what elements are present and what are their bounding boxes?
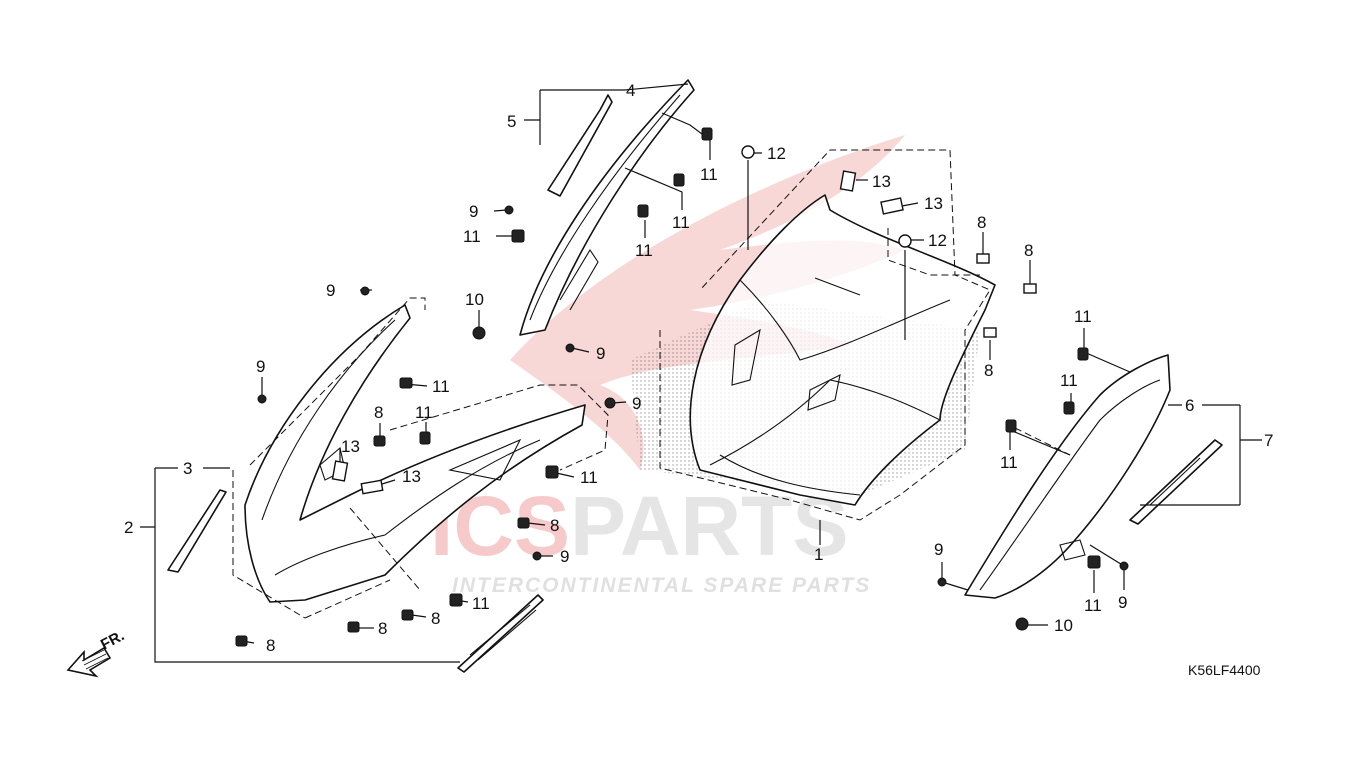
callout-8-f: 8 xyxy=(431,609,440,628)
callout-11-f: 11 xyxy=(415,403,433,422)
stripe-7 xyxy=(1129,439,1223,525)
callout-13-b: 13 xyxy=(924,194,943,213)
front-arrow-icon xyxy=(66,646,112,678)
right-side-cowl xyxy=(964,354,1223,599)
nut-8-c xyxy=(1023,283,1037,294)
stripe-5 xyxy=(547,94,613,197)
callout-9-h: 9 xyxy=(1118,593,1127,612)
callout-9-f: 9 xyxy=(560,547,569,566)
callout-8-h: 8 xyxy=(266,636,275,655)
grommet-10-b xyxy=(1015,617,1029,631)
clip-11-g xyxy=(545,465,559,479)
clip-11-e xyxy=(399,377,413,389)
callout-11-j: 11 xyxy=(1060,371,1078,390)
watermark-wing-logo xyxy=(510,135,905,470)
callout-11-a: 11 xyxy=(700,165,718,184)
dashed-groups xyxy=(232,149,1071,619)
callout-5: 5 xyxy=(507,112,516,131)
clip-11-j xyxy=(1063,401,1075,415)
pad-13-b xyxy=(880,197,904,215)
callout-11-d: 11 xyxy=(463,227,481,246)
nut-8-f xyxy=(401,609,414,621)
callout-9-d: 9 xyxy=(596,344,605,363)
callout-1: 1 xyxy=(814,545,823,564)
callout-9-e: 9 xyxy=(632,394,641,413)
clip-11-d xyxy=(511,229,525,243)
callout-3: 3 xyxy=(183,459,192,478)
pad-13-c xyxy=(331,460,349,482)
clip-11-f xyxy=(419,431,431,445)
clip-11-i xyxy=(1077,347,1089,361)
hardware xyxy=(235,127,1129,647)
callout-13-c: 13 xyxy=(341,437,360,456)
callout-9-g: 9 xyxy=(934,540,943,559)
callout-8-b: 8 xyxy=(977,213,986,232)
callout-8-d: 8 xyxy=(984,361,993,380)
callout-13-a: 13 xyxy=(872,172,891,191)
screw-9-c xyxy=(504,205,514,215)
screw-9-f xyxy=(532,551,542,561)
callout-11-g: 11 xyxy=(580,468,598,487)
clip-11-k xyxy=(1005,419,1017,433)
bolt-12-a xyxy=(741,145,755,159)
nut-8-h xyxy=(235,635,248,647)
callout-numbers: 1 2 3 4 5 6 7 8 8 8 8 8 8 8 8 9 9 9 9 9 … xyxy=(124,81,1273,655)
callout-8-e: 8 xyxy=(550,516,559,535)
callout-13-d: 13 xyxy=(402,467,421,486)
screw-9-d xyxy=(565,343,575,353)
diagram-code: K56LF4400 xyxy=(1188,662,1261,678)
screw-9-e xyxy=(604,397,616,409)
watermark-brand: ICSPARTS xyxy=(430,479,849,573)
clip-11-a xyxy=(701,127,713,141)
callout-8-a: 8 xyxy=(374,403,383,422)
callout-10-b: 10 xyxy=(1054,616,1073,635)
front-direction-indicator: FR. xyxy=(66,627,127,678)
callout-11-c: 11 xyxy=(635,241,653,260)
stripe-2 xyxy=(167,489,227,573)
callout-12-a: 12 xyxy=(767,144,786,163)
callout-9-a: 9 xyxy=(326,281,335,300)
pad-13-d xyxy=(360,479,384,495)
leader-lines xyxy=(140,83,1262,663)
callout-9-c: 9 xyxy=(469,202,478,221)
nut-8-b xyxy=(976,253,990,264)
callout-8-c: 8 xyxy=(1024,241,1033,260)
left-front-cowl xyxy=(167,304,586,673)
screw-9-h xyxy=(1119,561,1129,571)
screw-9-g xyxy=(937,577,947,587)
callout-2: 2 xyxy=(124,518,133,537)
clip-11-c xyxy=(637,204,649,218)
callout-11-e: 11 xyxy=(432,377,450,396)
nut-8-a xyxy=(373,435,386,447)
callout-11-k: 11 xyxy=(1000,453,1018,472)
callout-11-l: 11 xyxy=(1084,596,1102,615)
nut-8-d xyxy=(983,327,997,338)
stripe-lower xyxy=(457,594,544,673)
bolt-12-b xyxy=(898,234,912,248)
callout-9-b: 9 xyxy=(256,357,265,376)
center-front-cowl xyxy=(630,194,996,506)
callout-4: 4 xyxy=(626,81,635,100)
clip-11-l xyxy=(1087,555,1101,569)
callout-11-b: 11 xyxy=(672,213,690,232)
upper-cowl-strip xyxy=(519,79,695,336)
callout-11-i: 11 xyxy=(1074,307,1092,326)
callout-6: 6 xyxy=(1185,396,1194,415)
callout-11-h: 11 xyxy=(472,594,490,613)
grommet-10-a xyxy=(472,326,486,340)
pad-13-a xyxy=(839,170,857,192)
screw-9-b xyxy=(257,394,267,404)
screw-9-a xyxy=(360,286,370,296)
callout-12-b: 12 xyxy=(928,231,947,250)
nut-8-e xyxy=(517,517,530,529)
callout-10-a: 10 xyxy=(465,290,484,309)
clip-11-b xyxy=(673,173,685,187)
nut-8-g xyxy=(347,621,360,633)
watermark-tagline: INTERCONTINENTAL SPARE PARTS xyxy=(452,574,871,597)
callout-7: 7 xyxy=(1264,431,1273,450)
callout-8-g: 8 xyxy=(378,619,387,638)
clip-11-h xyxy=(449,593,463,607)
